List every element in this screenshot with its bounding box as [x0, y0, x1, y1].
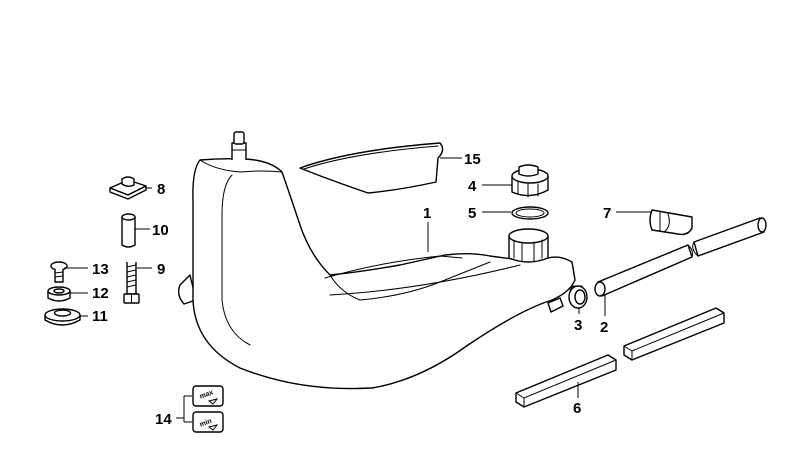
hose-clamp-part-3 [568, 285, 588, 309]
callout-14: 14 [155, 411, 172, 428]
strip-part-6 [515, 307, 725, 408]
callout-8: 8 [157, 181, 165, 198]
callout-10: 10 [152, 222, 169, 239]
min-label: min [199, 418, 213, 429]
hose-part-2 [594, 217, 767, 297]
leader-lines [64, 157, 652, 423]
sticker-part-14: max min [192, 385, 224, 433]
callout-5: 5 [468, 205, 476, 222]
callout-1: 1 [423, 205, 431, 222]
screw-part-13 [50, 261, 68, 283]
pad-part-15 [299, 142, 444, 194]
callout-9: 9 [157, 261, 165, 278]
max-label: max [199, 389, 215, 400]
callout-12: 12 [92, 285, 109, 302]
callout-numbers: 1 2 3 4 5 6 7 8 9 10 11 12 13 14 15 [92, 151, 611, 428]
sleeve-part-10 [121, 213, 136, 248]
bolt-part-9 [123, 262, 140, 304]
filler-cap-part-4 [511, 164, 549, 198]
callout-4: 4 [468, 178, 477, 195]
rubber-mount-part-11 [44, 308, 81, 326]
callout-2: 2 [600, 319, 608, 336]
o-ring-part-5 [511, 206, 549, 220]
tank-body [177, 131, 576, 390]
callout-15: 15 [464, 151, 481, 168]
callout-6: 6 [573, 400, 581, 417]
grommet-part-12 [47, 286, 71, 302]
callout-7: 7 [603, 205, 611, 222]
callout-3: 3 [574, 317, 582, 334]
callout-11: 11 [92, 308, 108, 325]
callout-13: 13 [92, 261, 109, 278]
nut-part-8 [109, 176, 147, 200]
clip-part-7 [649, 209, 693, 236]
